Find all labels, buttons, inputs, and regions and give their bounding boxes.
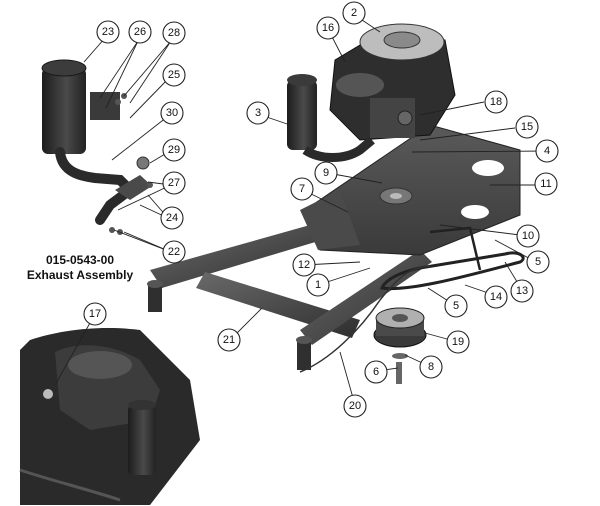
callout-18: 18 (484, 90, 508, 114)
svg-text:5: 5 (453, 300, 459, 312)
callout-8: 8 (419, 355, 443, 379)
assembly-part-number: 015-0543-00 (45, 253, 115, 267)
callout-30: 30 (160, 101, 184, 125)
svg-text:1: 1 (315, 279, 321, 291)
callout-16: 16 (316, 16, 340, 40)
callout-27: 27 (162, 171, 186, 195)
svg-text:30: 30 (166, 107, 178, 119)
svg-text:11: 11 (540, 178, 551, 190)
svg-text:22: 22 (168, 246, 180, 258)
callout-13: 13 (510, 279, 534, 303)
callout-14: 14 (484, 285, 508, 309)
callout-9: 9 (314, 161, 338, 185)
svg-text:21: 21 (223, 334, 235, 346)
callout-15: 15 (515, 115, 539, 139)
engine-illustration (287, 23, 456, 162)
svg-text:5: 5 (535, 256, 541, 268)
svg-text:14: 14 (490, 291, 502, 303)
callout-2: 2 (342, 1, 366, 25)
callout-29: 29 (162, 138, 186, 162)
svg-text:27: 27 (168, 177, 180, 189)
svg-text:26: 26 (134, 26, 146, 38)
svg-text:17: 17 (89, 308, 101, 320)
svg-text:8: 8 (428, 361, 434, 373)
callout-28: 28 (162, 21, 186, 45)
callout-1: 1 (306, 273, 330, 297)
svg-text:24: 24 (166, 212, 178, 224)
svg-text:4: 4 (544, 145, 550, 157)
svg-text:3: 3 (255, 107, 261, 119)
callout-20: 20 (343, 394, 367, 418)
callout-17: 17 (83, 302, 107, 326)
svg-text:12: 12 (298, 259, 310, 271)
callout-6: 6 (364, 360, 388, 384)
callout-23: 23 (96, 20, 120, 44)
svg-text:25: 25 (168, 69, 180, 81)
callout-19: 19 (446, 330, 470, 354)
callout-10: 10 (516, 224, 540, 248)
svg-text:20: 20 (349, 400, 361, 412)
assembly-name: Exhaust Assembly (26, 268, 134, 282)
callout-21: 21 (217, 328, 241, 352)
frame-illustration (147, 124, 525, 373)
callout-4: 4 (535, 139, 559, 163)
svg-text:29: 29 (168, 144, 180, 156)
svg-text:28: 28 (168, 27, 180, 39)
exhaust-assembly-illustration (41, 59, 153, 235)
svg-text:15: 15 (521, 121, 533, 133)
callout-5-lower: 5 (444, 294, 468, 318)
callout-11: 11 (534, 172, 558, 196)
svg-text:10: 10 (522, 230, 534, 242)
callout-24: 24 (160, 206, 184, 230)
callout-26: 26 (128, 20, 152, 44)
leader-lines (54, 13, 547, 406)
callout-12: 12 (292, 253, 316, 277)
svg-text:9: 9 (323, 167, 329, 179)
svg-text:7: 7 (299, 183, 305, 195)
svg-text:19: 19 (452, 336, 464, 348)
callout-7: 7 (290, 177, 314, 201)
svg-text:13: 13 (516, 285, 528, 297)
callout-3: 3 (246, 101, 270, 125)
callout-25: 25 (162, 63, 186, 87)
mounted-engine-illustration (19, 328, 200, 505)
clutch-illustration (373, 307, 427, 384)
callout-22: 22 (162, 240, 186, 264)
callout-5-right: 5 (526, 250, 550, 274)
svg-text:6: 6 (373, 366, 379, 378)
svg-text:16: 16 (322, 22, 334, 34)
svg-text:18: 18 (490, 96, 502, 108)
svg-text:2: 2 (351, 7, 357, 19)
svg-text:23: 23 (102, 26, 114, 38)
